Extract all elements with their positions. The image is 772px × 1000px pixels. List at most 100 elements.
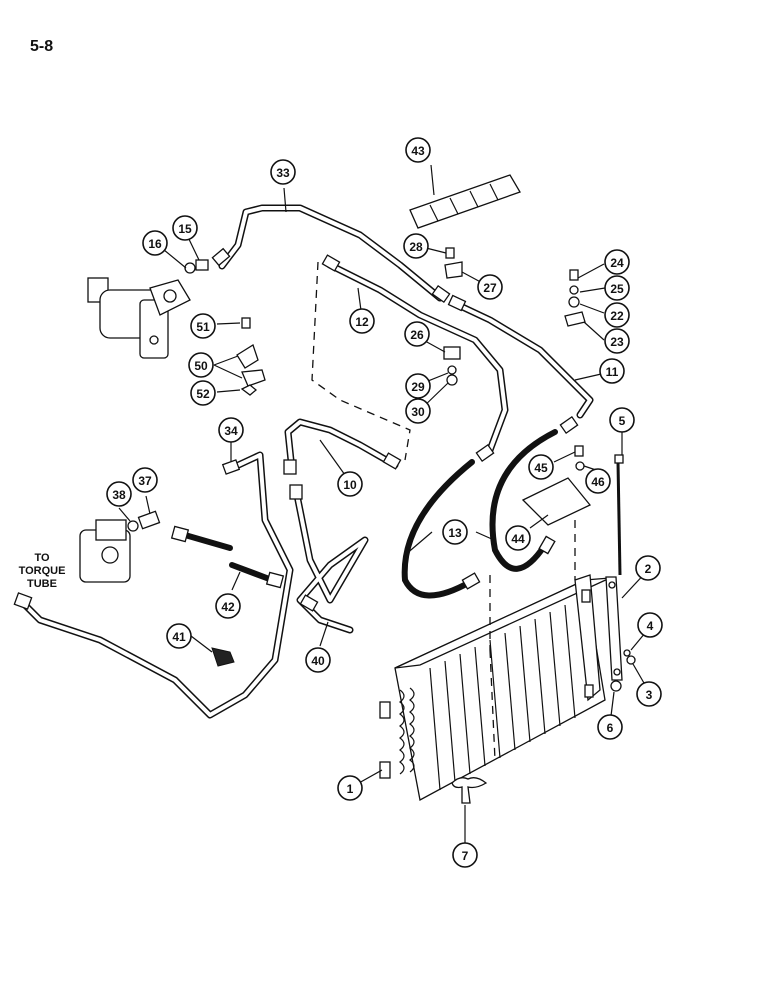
cooler-dashed-outline [489, 520, 576, 761]
clip-41 [211, 647, 235, 667]
svg-text:37: 37 [138, 474, 152, 488]
tube-11 [452, 300, 594, 419]
tube-10 [284, 418, 399, 474]
washer-4 [623, 649, 631, 657]
hose-fittings [461, 415, 579, 590]
callout-46: 46 [585, 468, 611, 494]
callout-38: 38 [106, 481, 132, 507]
tube-12 [326, 261, 509, 454]
svg-text:22: 22 [610, 309, 624, 323]
svg-text:23: 23 [610, 335, 624, 349]
svg-text:42: 42 [221, 600, 235, 614]
callout-29: 29 [405, 373, 431, 399]
svg-text:30: 30 [411, 405, 425, 419]
callout-40: 40 [305, 647, 331, 673]
bolt-45 [574, 445, 584, 457]
svg-text:7: 7 [462, 849, 469, 863]
svg-text:45: 45 [534, 461, 548, 475]
svg-text:13: 13 [448, 526, 462, 540]
connector-37 [137, 510, 161, 530]
callout-13: 13 [442, 519, 468, 545]
bracket-44 [521, 477, 592, 526]
svg-text:51: 51 [196, 320, 210, 334]
callout-45: 45 [528, 454, 554, 480]
clamp-50 [236, 344, 266, 387]
clamp-26 [443, 346, 461, 360]
nut-6 [610, 680, 622, 692]
svg-text:3: 3 [646, 688, 653, 702]
svg-text:28: 28 [409, 240, 423, 254]
radiator-fins [429, 604, 576, 791]
svg-text:44: 44 [511, 532, 525, 546]
bolt-24 [569, 269, 579, 281]
nut-52 [240, 384, 258, 396]
bolt-51 [241, 317, 251, 329]
svg-text:41: 41 [172, 630, 186, 644]
svg-text:29: 29 [411, 380, 425, 394]
support-rod [614, 454, 624, 576]
svg-text:11: 11 [606, 365, 619, 379]
callout-4: 4 [637, 612, 663, 638]
svg-text:34: 34 [224, 424, 238, 438]
to-torque-tube-label: TO TORQUE TUBE [8, 552, 76, 591]
callout-15: 15 [172, 215, 198, 241]
connector-15 [195, 259, 209, 271]
callout-42: 42 [215, 593, 241, 619]
callout-25: 25 [604, 275, 630, 301]
callout-11: 11 [599, 358, 625, 384]
svg-text:5: 5 [619, 414, 626, 428]
svg-text:15: 15 [178, 222, 192, 236]
bolt-28 [445, 247, 455, 259]
tube-fittings [13, 247, 467, 612]
washer-29 [447, 365, 457, 375]
callout-50: 50 [188, 352, 214, 378]
steering-motor [87, 277, 169, 359]
callout-52: 52 [190, 380, 216, 406]
svg-text:10: 10 [343, 478, 357, 492]
svg-text:38: 38 [112, 488, 126, 502]
nut-46 [575, 461, 585, 471]
hydraulic-pump [79, 519, 131, 583]
hoses-13 [401, 429, 558, 599]
to-torque-tube-label-line3: TUBE [27, 578, 57, 590]
svg-text:1: 1 [347, 782, 354, 796]
callout-1: 1 [337, 775, 363, 801]
svg-text:33: 33 [276, 166, 290, 180]
page-number: 5-8 [30, 38, 54, 55]
callout-3: 3 [636, 681, 662, 707]
o-ring-38 [127, 520, 139, 532]
clamp-23 [564, 311, 586, 327]
svg-text:26: 26 [410, 328, 424, 342]
to-torque-tube-label-line2: TORQUE [18, 565, 66, 577]
callout-24: 24 [604, 249, 630, 275]
svg-text:52: 52 [196, 387, 210, 401]
hose-42 [170, 525, 285, 589]
callout-33: 33 [270, 159, 296, 185]
svg-text:46: 46 [591, 475, 605, 489]
callout-37: 37 [132, 467, 158, 493]
callout-12: 12 [349, 308, 375, 334]
svg-text:2: 2 [645, 562, 652, 576]
gasket-plate [149, 279, 191, 316]
callout-43: 43 [405, 137, 431, 163]
bolt-3 [626, 655, 636, 665]
callout-10: 10 [337, 471, 363, 497]
svg-text:16: 16 [148, 237, 162, 251]
callout-27: 27 [477, 274, 503, 300]
oil-cooler-radiator [379, 574, 611, 801]
callout-30: 30 [405, 398, 431, 424]
svg-text:6: 6 [607, 721, 614, 735]
nut-30 [446, 374, 458, 386]
callout-28: 28 [403, 233, 429, 259]
callout-22: 22 [604, 302, 630, 328]
clip-27 [444, 261, 463, 279]
callout-44: 44 [505, 525, 531, 551]
svg-text:12: 12 [355, 315, 369, 329]
tube-12-dashed-outline [311, 261, 411, 461]
callout-41: 41 [166, 623, 192, 649]
svg-text:50: 50 [194, 359, 208, 373]
svg-text:43: 43 [411, 144, 425, 158]
svg-text:27: 27 [483, 281, 497, 295]
callout-16: 16 [142, 230, 168, 256]
